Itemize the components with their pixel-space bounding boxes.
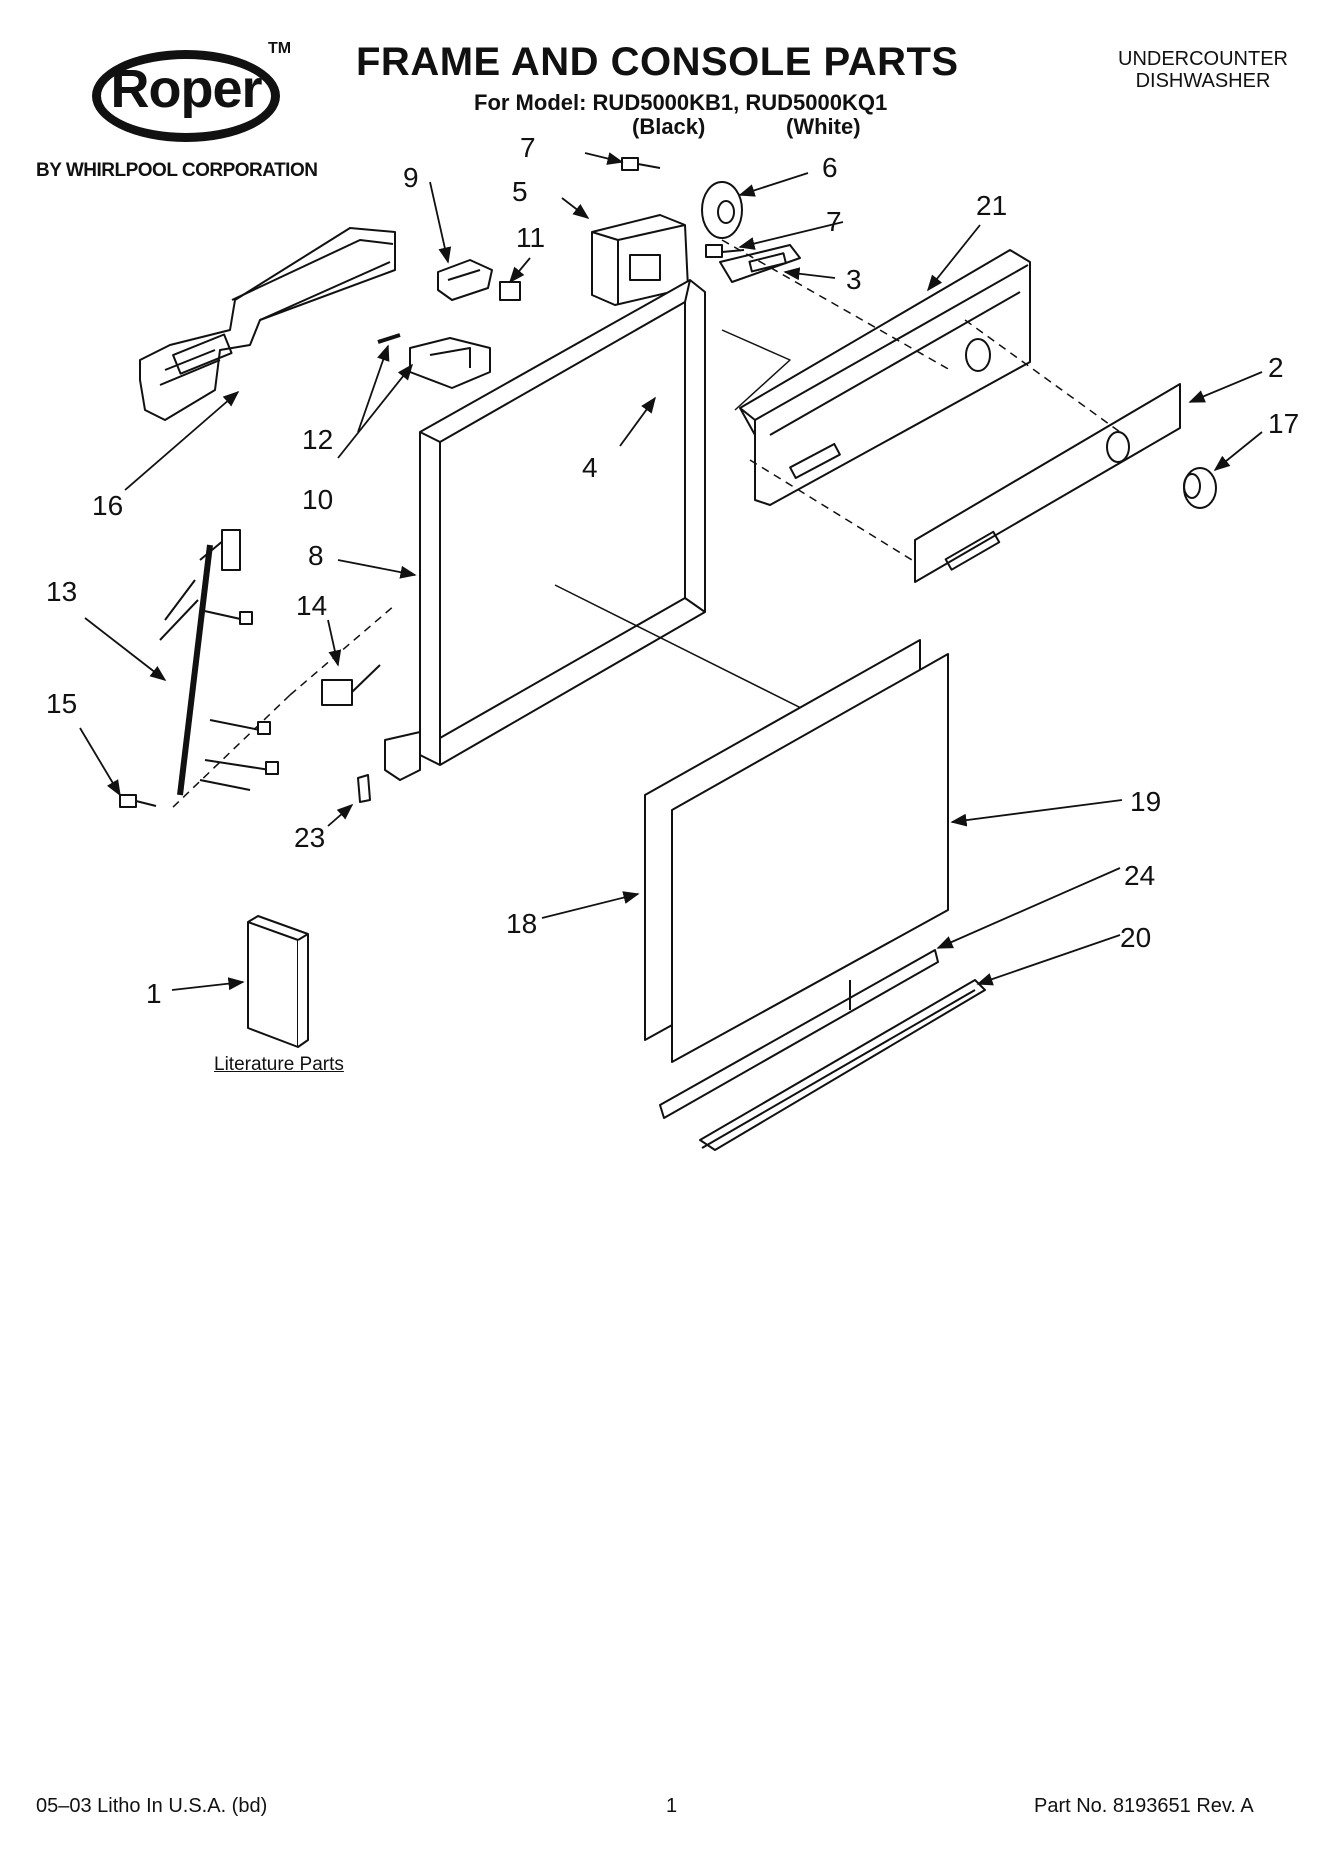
part-13-wire-harness xyxy=(159,529,279,796)
part-5-timer xyxy=(591,214,689,306)
roper-logo-text: Roper xyxy=(110,59,262,119)
part-9-switch xyxy=(437,259,493,301)
part-7-screw-mid xyxy=(705,244,745,258)
part-17-knob xyxy=(1183,467,1217,509)
callout-5: 5 xyxy=(512,176,528,207)
callout-9: 9 xyxy=(403,162,419,193)
part-10-bracket xyxy=(409,337,491,389)
callout-1: 1 xyxy=(146,978,162,1009)
callout-23: 23 xyxy=(294,822,326,853)
trademark-mark: TM xyxy=(268,40,292,57)
brand-byline: BY WHIRLPOOL CORPORATION xyxy=(36,160,318,181)
callout-2: 2 xyxy=(1268,352,1284,383)
part-11-connector xyxy=(499,281,521,301)
callout-24: 24 xyxy=(1124,860,1156,891)
callout-7-mid: 7 xyxy=(826,206,842,237)
part-6-dial xyxy=(701,181,743,239)
part-1-literature xyxy=(247,915,309,1048)
part-15-screw xyxy=(119,794,157,808)
part-20-toe-strip xyxy=(699,979,986,1151)
callout-19: 19 xyxy=(1130,786,1162,817)
callout-18: 18 xyxy=(506,908,538,939)
part-19-door-panel xyxy=(671,653,949,1063)
footer-print-info: 05–03 Litho In U.S.A. (bd) xyxy=(36,1795,268,1817)
callout-15: 15 xyxy=(46,688,78,719)
part-24-trim xyxy=(659,949,939,1119)
roper-logo-oval xyxy=(92,50,280,142)
callout-7-top: 7 xyxy=(520,132,536,163)
callout-6: 6 xyxy=(822,152,838,183)
part-2-overlay xyxy=(914,383,1181,583)
callout-16: 16 xyxy=(92,490,124,521)
callout-21: 21 xyxy=(976,190,1008,221)
callout-12: 12 xyxy=(302,424,334,455)
part-21-console-panel xyxy=(739,249,1031,506)
callout-20: 20 xyxy=(1120,922,1152,953)
callout-14: 14 xyxy=(296,590,328,621)
color-white-label: (White) xyxy=(786,114,861,139)
part-16-console-housing xyxy=(139,227,396,421)
footer-part-number: Part No. 8193651 Rev. A xyxy=(1034,1795,1254,1817)
part-3-bracket xyxy=(719,244,801,283)
part-12-clip xyxy=(377,333,401,344)
callout-3: 3 xyxy=(846,264,862,295)
model-line: For Model: RUD5000KB1, RUD5000KQ1 xyxy=(474,90,888,115)
appliance-line-2: DISHWASHER xyxy=(1135,70,1271,92)
appliance-type: UNDERCOUNTER DISHWASHER xyxy=(1108,48,1298,92)
page-title: FRAME AND CONSOLE PARTS xyxy=(356,40,959,84)
callout-17: 17 xyxy=(1268,408,1300,439)
part-23-clip xyxy=(357,774,371,803)
footer-page-number: 1 xyxy=(666,1795,678,1817)
literature-parts-label: Literature Parts xyxy=(214,1054,344,1075)
callout-13: 13 xyxy=(46,576,78,607)
callout-8: 8 xyxy=(308,540,324,571)
color-black-label: (Black) xyxy=(632,114,706,139)
part-14-sensor xyxy=(321,664,381,706)
part-7-screw-top xyxy=(621,157,661,171)
appliance-line-1: UNDERCOUNTER xyxy=(1118,48,1288,70)
callout-10: 10 xyxy=(302,484,334,515)
callout-11: 11 xyxy=(516,222,546,253)
callout-4: 4 xyxy=(582,452,598,483)
part-8-door-frame xyxy=(384,279,706,781)
